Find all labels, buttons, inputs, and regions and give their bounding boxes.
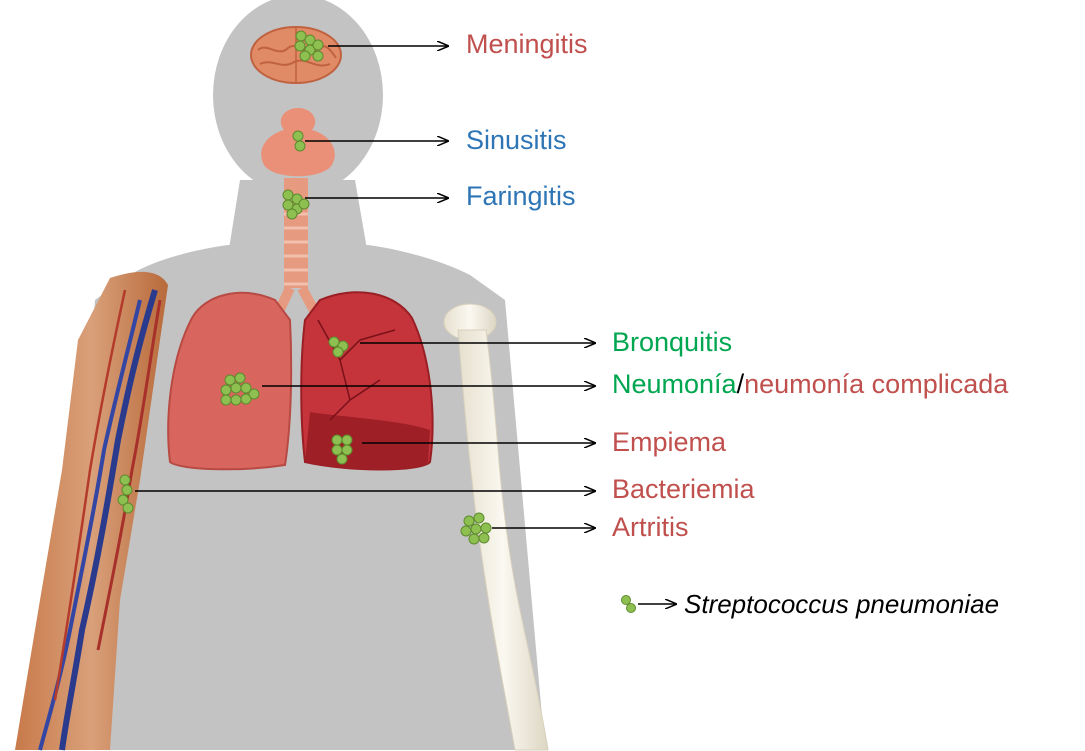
label-neumonia: Neumonía (612, 369, 737, 399)
legend-label: Streptococcus pneumoniae (684, 588, 999, 620)
label-sinusitis: Sinusitis (466, 124, 567, 156)
label-empiema: Empiema (612, 426, 726, 458)
label-bronquitis: Bronquitis (612, 326, 732, 358)
label-neumonia-complicada: neumonía complicada (744, 369, 1008, 399)
label-meningitis: Meningitis (466, 28, 588, 60)
label-faringitis: Faringitis (466, 180, 576, 212)
legend-bacteria-icon (622, 596, 636, 613)
label-separator: / (737, 369, 745, 399)
label-neumonia-row: Neumonía/neumonía complicada (612, 368, 1008, 400)
label-artritis: Artritis (612, 511, 689, 543)
label-bacteriemia: Bacteriemia (612, 473, 755, 505)
